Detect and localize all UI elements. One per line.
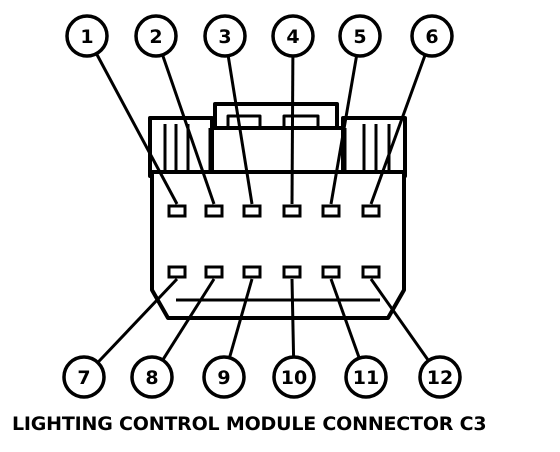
pin-callout-9: 9 bbox=[202, 355, 246, 399]
callout-circle bbox=[65, 14, 109, 58]
pin-cavity-5 bbox=[321, 204, 341, 218]
callout-circle bbox=[272, 355, 316, 399]
connector-latch-inner bbox=[226, 114, 320, 128]
connector-latch bbox=[213, 102, 339, 128]
pin-callout-1: 1 bbox=[65, 14, 109, 58]
pin-cavity-6 bbox=[361, 204, 381, 218]
pin-callout-4: 4 bbox=[271, 14, 315, 58]
leader-line-6 bbox=[369, 54, 427, 205]
leader-line-12 bbox=[369, 278, 430, 362]
pin-number-label: 12 bbox=[427, 367, 453, 389]
leader-line-7 bbox=[96, 277, 179, 364]
pin-number-label: 3 bbox=[218, 26, 231, 48]
callout-circle bbox=[338, 14, 382, 58]
callout-circle bbox=[130, 355, 174, 399]
leader-line-5 bbox=[329, 55, 359, 205]
pin-callout-5: 5 bbox=[338, 14, 382, 58]
pin-callout-7: 7 bbox=[62, 355, 106, 399]
pin-callout-10: 10 bbox=[272, 355, 316, 399]
callout-circle bbox=[134, 14, 178, 58]
pin-number-label: 9 bbox=[217, 367, 230, 389]
callout-circle bbox=[62, 355, 106, 399]
pin-cavities bbox=[167, 204, 381, 279]
leader-line-2 bbox=[161, 54, 216, 205]
pin-callout-3: 3 bbox=[203, 14, 247, 58]
connector-ear-right bbox=[341, 116, 407, 178]
pin-cavity-3 bbox=[242, 204, 262, 218]
leader-line-3 bbox=[226, 55, 254, 205]
leader-line-10 bbox=[290, 278, 296, 358]
leader-line-11 bbox=[329, 278, 361, 359]
connector-body bbox=[148, 102, 407, 320]
pin-number-label: 10 bbox=[281, 367, 307, 389]
connector-housing bbox=[150, 170, 406, 320]
pin-number-label: 1 bbox=[80, 26, 93, 48]
pin-cavity-8 bbox=[204, 265, 224, 279]
pin-callout-6: 6 bbox=[410, 14, 454, 58]
pin-cavity-9 bbox=[242, 265, 262, 279]
pin-number-label: 7 bbox=[77, 367, 90, 389]
callout-circle bbox=[418, 355, 462, 399]
leader-lines bbox=[95, 52, 430, 364]
pin-number-label: 8 bbox=[145, 367, 158, 389]
pin-cavity-11 bbox=[321, 265, 341, 279]
callout-circle bbox=[202, 355, 246, 399]
leader-line-8 bbox=[161, 278, 216, 361]
pin-cavity-2 bbox=[204, 204, 224, 218]
leader-line-1 bbox=[95, 52, 179, 205]
pin-callout-11: 11 bbox=[344, 355, 388, 399]
callout-circle bbox=[410, 14, 454, 58]
callout-circle bbox=[344, 355, 388, 399]
leader-line-9 bbox=[228, 278, 254, 359]
pin-number-label: 4 bbox=[286, 26, 299, 48]
callout-circle bbox=[203, 14, 247, 58]
pin-number-label: 6 bbox=[425, 26, 438, 48]
pin-callout-8: 8 bbox=[130, 355, 174, 399]
pin-callout-2: 2 bbox=[134, 14, 178, 58]
diagram-caption: LIGHTING CONTROL MODULE CONNECTOR C3 bbox=[12, 413, 487, 435]
pin-cavity-10 bbox=[282, 265, 302, 279]
pin-cavity-1 bbox=[167, 204, 187, 218]
pin-number-label: 5 bbox=[353, 26, 366, 48]
pin-number-label: 2 bbox=[149, 26, 162, 48]
pin-number-label: 11 bbox=[353, 367, 379, 389]
pin-cavity-12 bbox=[361, 265, 381, 279]
pin-cavity-4 bbox=[282, 204, 302, 218]
leader-line-4 bbox=[290, 55, 295, 205]
pin-callout-12: 12 bbox=[418, 355, 462, 399]
pin-cavity-7 bbox=[167, 265, 187, 279]
callout-circle bbox=[271, 14, 315, 58]
